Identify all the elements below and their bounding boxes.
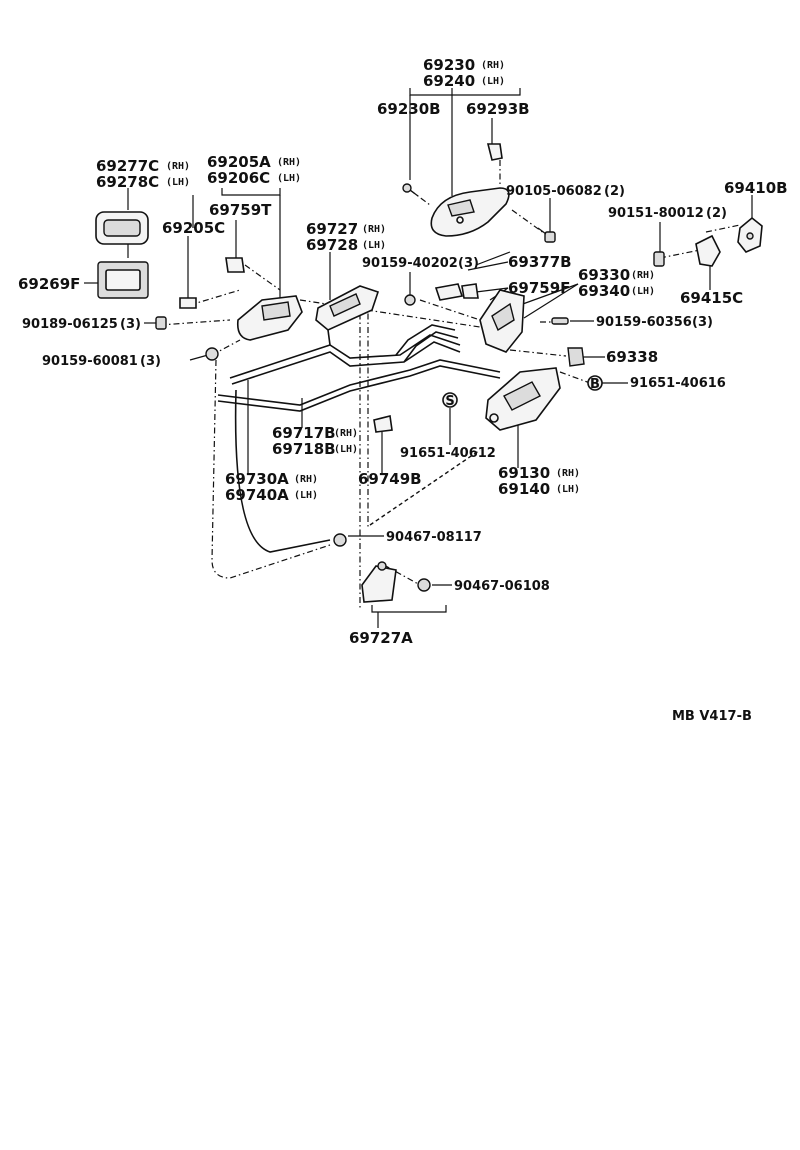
label-69377B: 69377B: [508, 253, 572, 271]
tag-69205A: (RH): [277, 157, 301, 168]
outside-handle-69230: [430, 187, 510, 237]
screw-90189: [155, 316, 167, 330]
label-69277C: 69277C: [96, 157, 159, 175]
label-69410B: 69410B: [724, 179, 788, 197]
label-69130: 69130: [498, 464, 550, 482]
linkage-rods: [217, 324, 501, 553]
label-69293B: 69293B: [466, 100, 530, 118]
clip-90467-08117: [333, 533, 347, 547]
lock-assembly-69330: [479, 289, 525, 353]
label-69230: 69230: [423, 56, 475, 74]
screw-90159-60356: [551, 317, 569, 325]
tag-69130: (RH): [556, 468, 580, 479]
clip-69338: [567, 347, 585, 367]
label-69718B: 69718B: [272, 440, 336, 458]
label-90105: 90105-06082: [506, 184, 602, 199]
shim-69415C: [695, 234, 721, 267]
label-69278C: 69278C: [96, 173, 159, 191]
tag-69730A: (RH): [294, 474, 318, 485]
striker-69410B: [737, 216, 763, 253]
label-91651-40612: 91651-40612: [400, 446, 496, 461]
tag-69278C: (LH): [166, 177, 190, 188]
marker-S: S: [442, 392, 458, 409]
label-69740A: 69740A: [225, 486, 289, 504]
label-69338: 69338: [606, 348, 658, 366]
clip-69749B: [373, 415, 393, 433]
qty-90159-60081: (3): [140, 354, 161, 369]
clip-90467-06108: [417, 578, 431, 592]
tag-69728: (LH): [362, 240, 386, 251]
inside-handle-69205A: [236, 295, 303, 341]
tag-69718B: (LH): [334, 444, 358, 455]
figure-code: MB V417-B: [672, 709, 752, 724]
screw-90151: [653, 251, 665, 267]
label-90159-40202: 90159-40202: [362, 256, 458, 271]
bezel-69277C: [95, 211, 149, 245]
tag-69277C: (RH): [166, 161, 190, 172]
label-69340: 69340: [578, 282, 630, 300]
label-69730A: 69730A: [225, 470, 289, 488]
tag-69230: (RH): [481, 60, 505, 71]
label-90151: 90151-80012: [608, 206, 704, 221]
label-69759T: 69759T: [209, 201, 272, 219]
bracket-69727A: [361, 561, 397, 603]
tag-69240: (LH): [481, 76, 505, 87]
label-69717B: 69717B: [272, 424, 336, 442]
screw-69230B: [402, 183, 419, 197]
label-69727A: 69727A: [349, 629, 413, 647]
label-91651-40616: 91651-40616: [630, 376, 726, 391]
marker-B-label: B: [590, 377, 600, 392]
label-90159-60081: 90159-60081: [42, 354, 138, 369]
label-69205A: 69205A: [207, 153, 271, 171]
marker-B: B: [587, 375, 603, 392]
label-90189: 90189-06125: [22, 317, 118, 332]
clip-69293B: [486, 143, 503, 161]
tag-69727: (RH): [362, 224, 386, 235]
tag-69206C: (LH): [277, 173, 301, 184]
clip-69377B: [434, 283, 464, 301]
qty-90151: (2): [706, 206, 727, 221]
marker-S-label: S: [445, 394, 454, 409]
label-69140: 69140: [498, 480, 550, 498]
label-90159-60356: 90159-60356: [596, 315, 692, 330]
qty-90159-60356: (3): [692, 315, 713, 330]
qty-90189: (3): [120, 317, 141, 332]
clip-69759T: [225, 257, 245, 273]
clip-69205C: [179, 297, 197, 309]
screw-90159-40202: [404, 294, 416, 306]
label-90467-08117: 90467-08117: [386, 530, 482, 545]
label-69727: 69727: [306, 220, 358, 238]
label-69415C: 69415C: [680, 289, 743, 307]
label-69728: 69728: [306, 236, 358, 254]
label-69759F: 69759F: [508, 279, 570, 297]
label-90467-06108: 90467-06108: [454, 579, 550, 594]
tag-69340: (LH): [631, 286, 655, 297]
label-69330: 69330: [578, 266, 630, 284]
tag-69140: (LH): [556, 484, 580, 495]
tag-69740A: (LH): [294, 490, 318, 501]
label-69206C: 69206C: [207, 169, 270, 187]
clip-69759F: [461, 283, 479, 299]
door-lock-69130: [485, 367, 561, 431]
remote-69727: [315, 285, 380, 331]
label-69269F: 69269F: [18, 275, 80, 293]
qty-90105: (2): [604, 184, 625, 199]
pad-69269F: [97, 261, 149, 299]
tag-69330: (RH): [631, 270, 655, 281]
tag-69717B: (RH): [334, 428, 358, 439]
qty-90159-40202: (3): [458, 256, 479, 271]
part-labels: 69230 (RH) 69240 (LH) 69230B 69293B 6927…: [18, 56, 788, 724]
screw-90159-60081: [205, 347, 219, 361]
label-69205C: 69205C: [162, 219, 225, 237]
bolt-90105: [537, 227, 556, 243]
label-69749B: 69749B: [358, 470, 422, 488]
label-69230B: 69230B: [377, 100, 441, 118]
guide-line: [369, 449, 481, 526]
label-69240: 69240: [423, 72, 475, 90]
